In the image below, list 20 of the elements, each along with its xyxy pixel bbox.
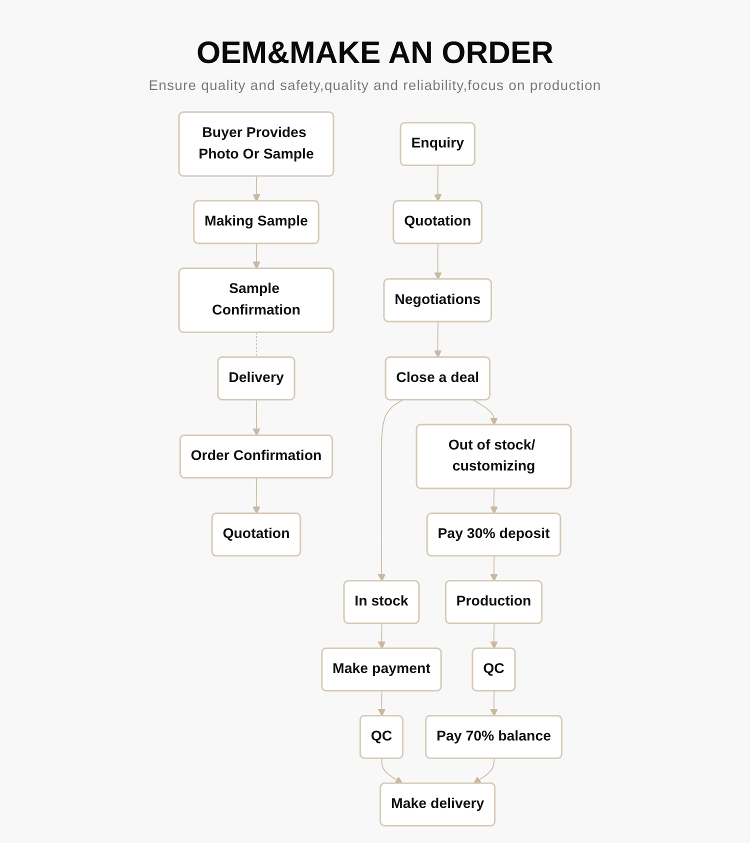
arrow xyxy=(434,322,442,358)
arrow xyxy=(378,400,404,582)
arrow xyxy=(490,488,498,514)
arrow xyxy=(434,244,442,280)
arrow xyxy=(378,690,386,717)
arrow xyxy=(252,478,260,514)
arrow xyxy=(381,758,403,784)
arrow xyxy=(490,624,498,650)
arrow xyxy=(252,400,260,436)
arrow xyxy=(252,176,260,202)
connector xyxy=(256,332,258,358)
arrow xyxy=(490,556,498,582)
arrow xyxy=(473,758,495,784)
arrow xyxy=(252,244,260,270)
arrow xyxy=(378,624,386,650)
arrow xyxy=(490,690,498,717)
subtitle: Ensure quality and safety,quality and reliability,focus on production xyxy=(148,77,602,94)
title: OEM&MAKE AN ORDER xyxy=(196,34,554,72)
arrow xyxy=(434,166,442,202)
arrow xyxy=(473,400,498,426)
